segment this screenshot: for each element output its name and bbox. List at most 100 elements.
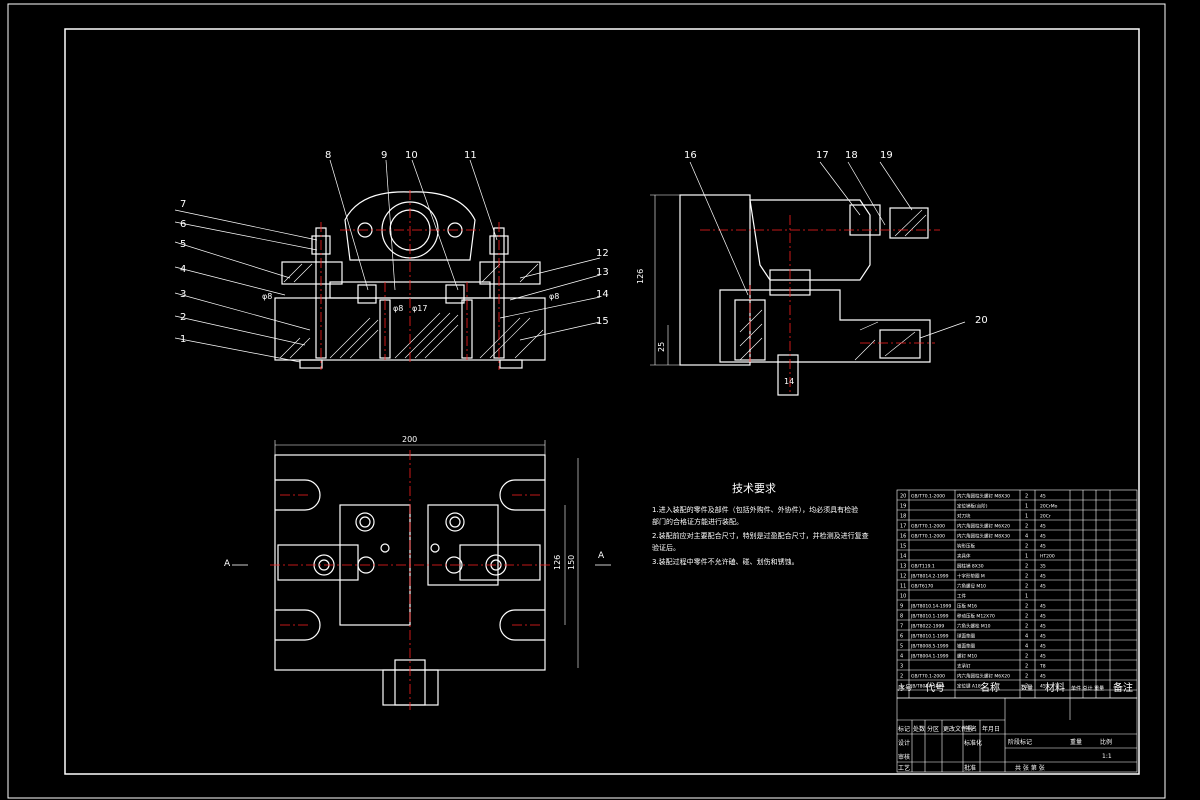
title-row1-mark: 标记	[898, 725, 910, 733]
section-mark-left: A	[224, 559, 231, 569]
bom-cell-mat: 45	[1040, 604, 1046, 610]
bom-cell-no: 14	[900, 554, 906, 560]
bom-cell-no: 5	[900, 644, 903, 650]
bom-cell-qty: 2	[1025, 494, 1028, 500]
bom-cell-qty: 2	[1025, 584, 1028, 590]
bom-cell-code: GB/T70.1-2000	[911, 674, 945, 680]
bom-cell-name: 六角头螺栓 M10	[957, 623, 991, 630]
dim-plan-height-inner: 126	[553, 555, 562, 570]
bom-cell-qty: 2	[1025, 624, 1028, 630]
bom-cell-code: JB/T8017-1999	[910, 684, 944, 690]
bom-cell-qty: 2	[1025, 524, 1028, 530]
bom-header-note: 备注	[1113, 681, 1133, 694]
bom-cell-code: JB/T8008.5-1999	[910, 644, 949, 650]
side-view-hatch	[739, 209, 927, 361]
front-view-centerlines	[320, 190, 500, 370]
bom-cell-mat: 45	[1040, 614, 1046, 620]
title-review: 审核	[898, 753, 910, 761]
bom-cell-no: 7	[900, 624, 903, 630]
part-no-10: 10	[405, 150, 418, 161]
bom-cell-code: GB/T70.1-2000	[911, 524, 945, 530]
part-no-2: 2	[180, 312, 186, 323]
bom-cell-name: 锥面垫圈	[957, 643, 975, 650]
tech-req-line-1: 1.进入装配的零件及部件（包括外购件、外协件），均必须具有检验	[652, 505, 858, 514]
part-no-5: 5	[180, 239, 186, 250]
part-no-20: 20	[975, 315, 988, 326]
part-no-14: 14	[596, 289, 609, 300]
bom-cell-name: 定位销板(台阶)	[957, 503, 988, 510]
bom-cell-code: GB/T70.1-2000	[911, 494, 945, 500]
bom-cell-no: 13	[900, 564, 906, 570]
side-dimension-lines	[650, 194, 680, 366]
bom-cell-qty: 2	[1025, 664, 1028, 670]
dim-plan-height-outer: 150	[567, 555, 576, 570]
bom-cell-qty: 2	[1025, 674, 1028, 680]
plan-view-centerlines	[270, 450, 552, 710]
title-scale-value: 1:1	[1102, 753, 1112, 760]
bom-cell-no: 20	[900, 494, 906, 500]
bom-cell-name: 内六角圆柱头螺钉 M6X20	[957, 523, 1010, 530]
bom-cell-mat: 35	[1040, 564, 1046, 570]
part-no-8: 8	[325, 150, 331, 161]
tech-req-line-3: 2.装配前应对主要配合尺寸，特别是过盈配合尺寸，并检测及进行复查	[652, 531, 869, 540]
bom-cell-code: JB/T8014.2-1999	[910, 574, 949, 580]
bom-cell-qty: 4	[1025, 644, 1028, 650]
dim-plan-width: 200	[402, 435, 417, 444]
title-row1-count: 处数	[913, 725, 925, 733]
bom-cell-name: 移动压板 M12X70	[957, 613, 995, 620]
part-no-4: 4	[180, 264, 186, 275]
section-mark-right: A	[598, 551, 605, 561]
bom-cell-name: 对刀块	[957, 513, 971, 520]
bom-cell-name: 六角螺母 M10	[957, 583, 986, 590]
bom-cell-mat: 45	[1040, 684, 1046, 690]
part-no-16-side: 16	[684, 150, 697, 161]
bom-cell-no: 4	[900, 654, 903, 660]
bom-cell-qty: 4	[1025, 634, 1028, 640]
part-no-19: 19	[880, 150, 893, 161]
side-view	[679, 194, 931, 396]
bom-cell-mat: 45	[1040, 534, 1046, 540]
bom-cell-code: JB/T8010.1-1999	[910, 614, 949, 620]
bom-cell-mat: T8	[1039, 664, 1046, 670]
dim-side-small: 25	[657, 342, 666, 352]
bom-cell-qty: 1	[1025, 514, 1028, 520]
dim-front-center-b: φ17	[412, 304, 427, 313]
bom-cell-qty: 1	[1025, 554, 1028, 560]
bom-cell-no: 8	[900, 614, 903, 620]
bom-cell-mat: 45	[1040, 674, 1046, 680]
bom-cell-mat: 45	[1040, 584, 1046, 590]
dim-side-height: 126	[636, 269, 645, 284]
dim-side-bottom: 14	[784, 377, 794, 386]
bom-cell-no: 11	[900, 584, 906, 590]
part-no-11: 11	[464, 150, 477, 161]
bom-cell-qty: 1	[1025, 594, 1028, 600]
bom-cell-name: 夹具体	[957, 553, 971, 560]
bom-cell-qty: 2	[1025, 684, 1028, 690]
bom-cell-mat: 45	[1040, 644, 1046, 650]
bom-cell-name: 定位键 A18	[957, 683, 981, 690]
technical-requirements: 技术要求 1.进入装配的零件及部件（包括外购件、外协件），均必须具有检验 部门的…	[652, 482, 869, 566]
bom-cell-qty: 2	[1025, 564, 1028, 570]
part-no-1: 1	[180, 334, 186, 345]
bom-cell-no: 1	[900, 684, 903, 690]
bom-cell-mat: 45	[1040, 624, 1046, 630]
bom-cell-mat: 45	[1040, 634, 1046, 640]
outer-border	[7, 3, 1166, 799]
bom-cell-name: 螺钉 M10	[957, 653, 977, 660]
part-no-13: 13	[596, 267, 609, 278]
bom-cell-code: GB/T6170	[911, 584, 933, 590]
plan-dimension-lines	[274, 440, 579, 668]
bom-header-qty: 数量	[1021, 684, 1033, 692]
bom-cell-mat: 45	[1040, 524, 1046, 530]
title-sheets: 共 张 第 张	[1015, 764, 1045, 772]
bom-cell-qty: 2	[1025, 604, 1028, 610]
bom-cell-code: JB/T8004.1-1999	[910, 654, 949, 660]
leaders-side	[689, 161, 966, 339]
bom-cell-code: GB/T70.1-2000	[911, 534, 945, 540]
leaders-front	[174, 159, 601, 363]
bom-cell-code: JB/T8010.14-1999	[910, 604, 952, 610]
title-weight: 重量	[1070, 738, 1082, 746]
bom-cell-no: 3	[900, 664, 903, 670]
